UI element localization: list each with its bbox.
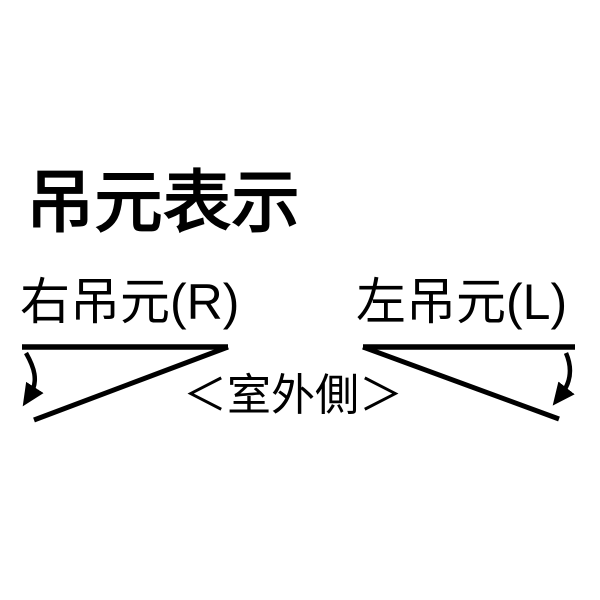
- figure-title: 吊元表示: [26, 165, 301, 241]
- right-hinge-door-diagram: [22, 344, 229, 423]
- swing-direction-arrow-icon: [552, 352, 575, 406]
- swing-direction-arrow-icon: [22, 351, 44, 407]
- left-hinge-label: 左吊元(L): [356, 274, 568, 330]
- left-hinge-door-diagram: [362, 344, 575, 422]
- right-hinge-label: 右吊元(R): [20, 274, 240, 330]
- door-open-line: [33, 344, 229, 423]
- door-open-line: [362, 344, 560, 422]
- outdoor-side-label: ＜室外側＞: [183, 371, 403, 420]
